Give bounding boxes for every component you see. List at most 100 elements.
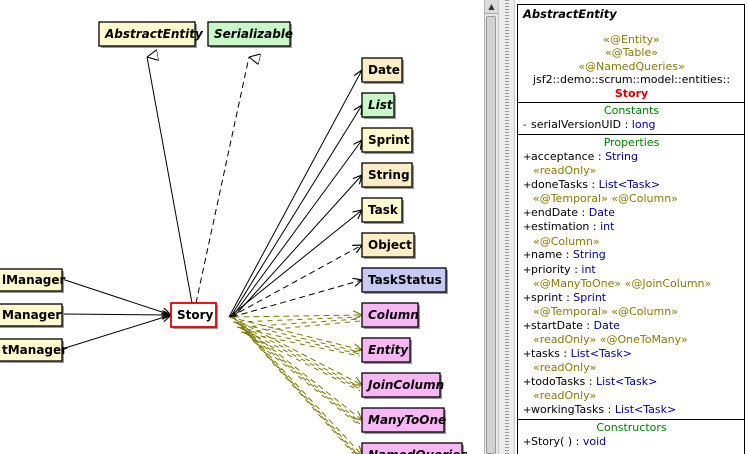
stereotype-entity: «@Entity» [603,32,660,46]
property-row[interactable]: +sprint : Sprint [523,291,740,306]
visibility-marker: + [523,264,532,276]
dependency-edge [228,210,362,318]
task-node[interactable]: Task [361,197,404,224]
class-details-box: AbstractEntity «@Entity» «@Table» «@Name… [517,4,745,454]
serializable-node[interactable]: Serializable [207,21,293,48]
property-row[interactable]: +doneTasks : List<Task> [523,178,740,193]
dependency-edge [233,315,363,317]
sprint-node[interactable]: Sprint [361,127,414,154]
property-type: Sprint [573,290,607,304]
manager-3-node[interactable]: tManager [0,338,67,363]
pane-splitter[interactable] [498,0,515,454]
type-separator: : [582,318,594,332]
object-node-label: Object [368,238,412,252]
visibility-marker: + [523,207,532,219]
property-name: startDate [531,318,583,332]
property-type: List<Task> [595,374,658,388]
type-separator: : [604,402,615,416]
task-status-node-label: TaskStatus [368,273,442,287]
properties-section: Properties +acceptance : String«readOnly… [518,135,744,420]
object-node[interactable]: Object [361,232,416,259]
splitter-grip-icon [505,0,509,454]
visibility-marker: + [523,292,532,304]
property-row[interactable]: +tasks : List<Task> [523,347,740,362]
dependency-edge [233,316,363,454]
dependency-edge [231,140,362,318]
constructor-name: Story( ) [531,434,573,448]
constructor-row[interactable]: +Story( ) : void [523,435,740,450]
property-name: workingTasks [531,402,605,416]
property-row[interactable]: +priority : int [523,263,740,278]
visibility-marker: + [523,348,532,360]
story-node[interactable]: Story [170,302,218,329]
type-separator: : [594,149,606,163]
type-separator: : [562,290,574,304]
constants-title: Constants [603,104,660,117]
property-type: Date [588,205,616,219]
class-header-section: AbstractEntity «@Entity» «@Table» «@Name… [518,5,744,103]
dependency-edge [228,70,362,318]
property-row[interactable]: +workingTasks : List<Task> [523,403,740,418]
abstract-entity-node-label: AbstractEntity [104,27,204,41]
stereotype-table: «@Table» [605,46,658,59]
dependency-edge [230,105,363,318]
task-status-node[interactable]: TaskStatus [361,267,448,294]
annotation-usage-edge [242,331,361,392]
class-stereotypes: «@Entity» «@Table» «@NamedQueries» jsf2:… [523,33,740,101]
property-name: endDate [531,205,579,219]
property-name: tasks [531,346,560,360]
type-separator: : [572,434,583,448]
entity-node[interactable]: Entity [361,337,412,364]
task-node-label: Task [368,203,399,217]
type-separator: : [570,262,582,276]
property-type: List<Task> [598,177,661,191]
visibility-marker: - [523,119,527,131]
property-row[interactable]: +endDate : Date [523,206,740,221]
type-separator: : [562,248,573,261]
annotation-usage-edge [245,331,355,454]
dependency-edge [233,175,363,318]
property-row[interactable]: +startDate : Date [523,319,740,334]
join-column-node[interactable]: JoinColumn [361,372,444,399]
manager-1-node[interactable]: lManager [0,268,66,293]
join-column-node-label: JoinColumn [366,378,444,392]
visibility-marker: + [523,436,532,448]
manager-2-node[interactable]: Manager [0,303,64,328]
column-node[interactable]: Column [361,302,420,329]
property-type: List<Task> [570,346,632,360]
string-node-label: String [368,168,410,182]
property-row[interactable]: +todoTasks : List<Task> [523,375,740,390]
dependency-edge [230,245,363,318]
properties-title: Properties [603,136,660,149]
annotation-usage-edge [232,321,361,353]
property-annotation: «@Column» [533,234,600,248]
column-node-label: Column [368,308,419,322]
abstract-entity-node[interactable]: AbstractEntity [98,21,204,48]
visibility-marker: + [523,250,532,261]
annotation-usage-edge [241,318,361,328]
dependency-edge [228,316,362,350]
generalization-edge [195,57,249,304]
date-node[interactable]: Date [361,57,404,84]
annotation-usage-edge [239,326,361,425]
list-node[interactable]: List [361,92,396,119]
many-to-one-node-label: ManyToOne [368,413,446,427]
dependency-edge [231,316,362,420]
property-row[interactable]: +name : String [523,248,740,263]
annotation-usage-edge [234,321,361,388]
diagram-vertical-scrollbar[interactable]: ▲ [484,0,498,454]
string-node[interactable]: String [361,162,414,189]
visibility-marker: + [523,179,532,191]
property-type: String [572,248,606,261]
property-row[interactable]: +acceptance : String [523,150,740,165]
scrollbar-thumb[interactable] [486,16,496,454]
constant-row[interactable]: -serialVersionUID : long [523,118,740,133]
named-queries-node[interactable]: NamedQueries [361,442,468,454]
scroll-up-arrow-icon[interactable]: ▲ [485,0,498,14]
constructors-title: Constructors [596,421,667,434]
property-row[interactable]: +estimation : int [523,220,740,235]
property-name: acceptance [531,149,595,163]
property-annotation: «readOnly» «@OneToMany» [533,333,688,346]
many-to-one-node[interactable]: ManyToOne [361,407,446,434]
